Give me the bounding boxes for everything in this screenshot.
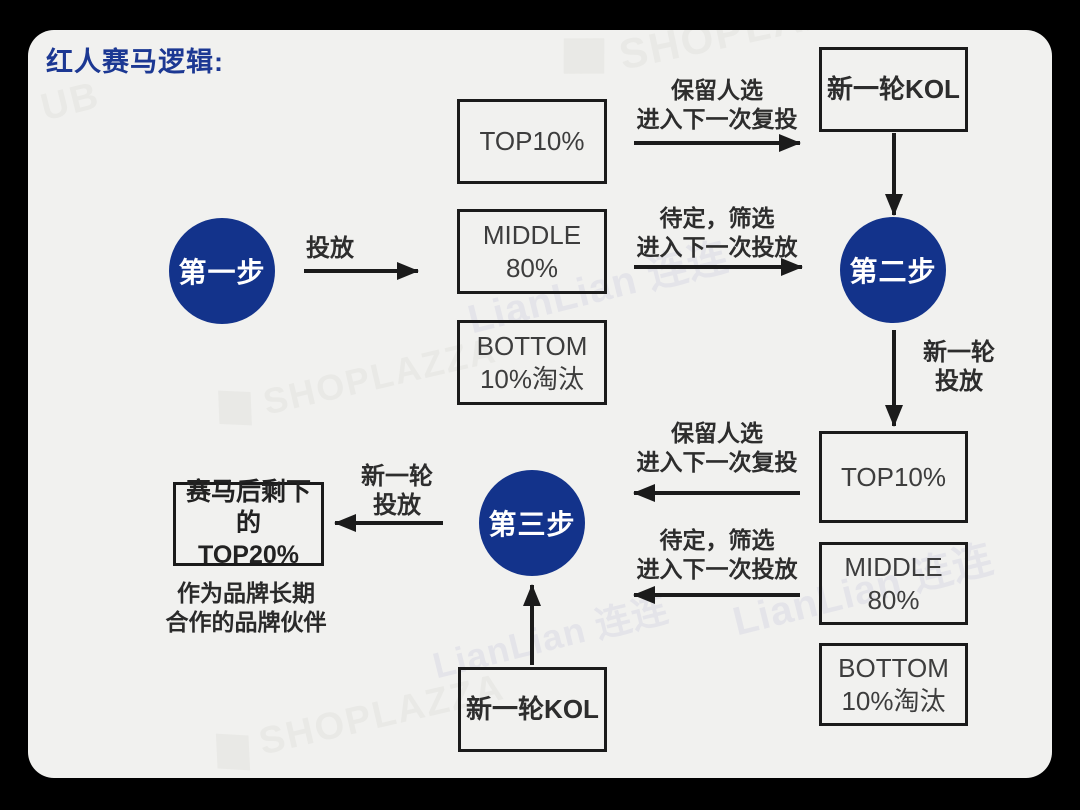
new-round-kol-top-box: 新一轮KOL bbox=[819, 47, 968, 132]
result-caption-line1: 作为品牌长期 bbox=[177, 580, 315, 606]
step2-label: 第二步 bbox=[849, 256, 937, 287]
round2-bottom10-box: BOTTOM 10%淘汰 bbox=[819, 643, 968, 726]
step3-circle: 第三步 bbox=[479, 470, 585, 576]
diagram-canvas: UB SHOPLAZZA SHOPLAZZA SHOPLAZZA LianLia… bbox=[28, 30, 1052, 778]
new-round-kol-bottom-label: 新一轮KOL bbox=[466, 694, 599, 725]
round1-bottom10-line2: 10%淘汰 bbox=[479, 363, 585, 394]
label-screen-bottom-line2: 进入下一次投放 bbox=[636, 556, 798, 582]
label-keep-bottom-line1: 保留人选 bbox=[671, 420, 763, 446]
round2-middle80-box: MIDDLE 80% bbox=[819, 542, 968, 625]
round1-bottom10-box: BOTTOM 10%淘汰 bbox=[457, 320, 607, 405]
label-keep-top-line2: 进入下一次复投 bbox=[636, 106, 798, 132]
round2-bottom10-line1: BOTTOM bbox=[838, 653, 949, 683]
label-screen-top-line1: 待定，筛选 bbox=[659, 205, 775, 231]
label-screen-bottom-line1: 待定，筛选 bbox=[659, 527, 775, 553]
final-top20-line1: 赛马后剩下的 bbox=[185, 478, 311, 538]
round2-top10-box: TOP10% bbox=[819, 431, 968, 523]
final-top20-box: 赛马后剩下的 TOP20% bbox=[173, 478, 324, 569]
shoplazza-logo-watermark bbox=[555, 30, 612, 83]
label-new-round-right: 新一轮 投放 bbox=[909, 338, 1009, 396]
round1-middle80-line1: MIDDLE bbox=[482, 220, 582, 250]
round1-top10-label: TOP10% bbox=[479, 126, 585, 157]
label-screen-bottom: 待定，筛选 进入下一次投放 bbox=[617, 526, 817, 584]
watermark-ub: UB bbox=[36, 74, 105, 130]
result-caption-line2: 合作的品牌伙伴 bbox=[165, 609, 327, 635]
label-deploy: 投放 bbox=[306, 235, 354, 262]
label-new-round-left: 新一轮 投放 bbox=[347, 462, 447, 520]
step1-circle: 第一步 bbox=[169, 218, 275, 324]
round1-middle80-line2: 80% bbox=[505, 252, 559, 283]
new-round-kol-top-label: 新一轮KOL bbox=[827, 74, 960, 105]
label-screen-top-line2: 进入下一次投放 bbox=[636, 234, 798, 260]
round1-top10-box: TOP10% bbox=[457, 99, 607, 184]
round2-middle80-line2: 80% bbox=[867, 584, 920, 615]
round2-bottom10-line2: 10%淘汰 bbox=[841, 685, 946, 716]
shoplazza-logo-watermark bbox=[211, 383, 258, 433]
label-keep-bottom-line2: 进入下一次复投 bbox=[636, 449, 798, 475]
label-keep-top-line1: 保留人选 bbox=[671, 77, 763, 103]
result-caption: 作为品牌长期 合作的品牌伙伴 bbox=[146, 579, 346, 637]
round2-middle80-line1: MIDDLE bbox=[844, 552, 943, 582]
new-round-kol-bottom-box: 新一轮KOL bbox=[458, 667, 607, 752]
step3-label: 第三步 bbox=[488, 509, 576, 540]
round2-top10-label: TOP10% bbox=[840, 461, 946, 492]
round1-middle80-box: MIDDLE 80% bbox=[457, 209, 607, 294]
label-keep-top: 保留人选 进入下一次复投 bbox=[617, 76, 817, 134]
label-keep-bottom: 保留人选 进入下一次复投 bbox=[617, 419, 817, 477]
page-title: 红人赛马逻辑: bbox=[46, 47, 224, 77]
shoplazza-logo-watermark bbox=[209, 726, 257, 778]
label-screen-top: 待定，筛选 进入下一次投放 bbox=[617, 204, 817, 262]
step1-label: 第一步 bbox=[178, 257, 266, 288]
round1-bottom10-line1: BOTTOM bbox=[476, 331, 588, 361]
label-new-round-left-line1: 新一轮 bbox=[361, 463, 433, 490]
final-top20-line2: TOP20% bbox=[198, 540, 299, 569]
label-new-round-left-line2: 投放 bbox=[373, 492, 421, 519]
label-new-round-right-line2: 投放 bbox=[935, 368, 983, 395]
step2-circle: 第二步 bbox=[840, 217, 946, 323]
label-new-round-right-line1: 新一轮 bbox=[923, 339, 995, 366]
